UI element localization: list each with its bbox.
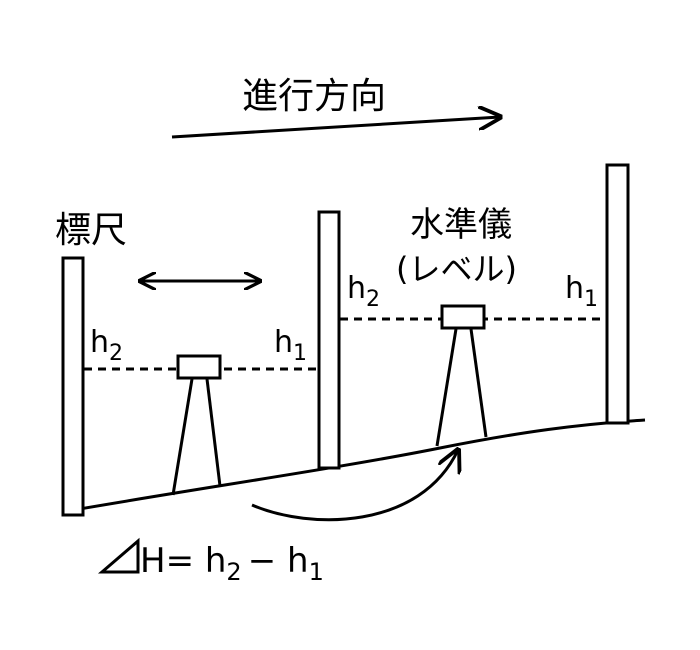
- level-instrument-first: [176, 354, 222, 380]
- tripod-leg: [171, 378, 194, 496]
- direction-arrow: [171, 117, 500, 139]
- reading-h1-middle: h1: [274, 325, 307, 366]
- instrument-sublabel: (レベル): [396, 250, 517, 288]
- reading-h2-middle: h2: [347, 271, 380, 312]
- reading-h2-left: h2: [90, 325, 123, 366]
- formula: H= h2− h1: [140, 541, 324, 586]
- delta-triangle-icon: [97, 537, 140, 574]
- staff-label: 標尺: [55, 210, 127, 251]
- staff-middle: [317, 210, 341, 470]
- staff-right: [605, 163, 630, 425]
- reading-h1-right: h1: [565, 271, 598, 312]
- tripod-leg: [205, 378, 222, 487]
- level-instrument-second: [440, 304, 486, 330]
- tripod-leg: [435, 328, 458, 447]
- direction-label: 進行方向: [242, 76, 386, 117]
- instrument-label: 水準儀: [410, 205, 512, 245]
- ground-line: [61, 418, 646, 514]
- move-arrow: [251, 450, 458, 522]
- tripod-leg: [469, 328, 488, 438]
- staff-left: [61, 256, 85, 517]
